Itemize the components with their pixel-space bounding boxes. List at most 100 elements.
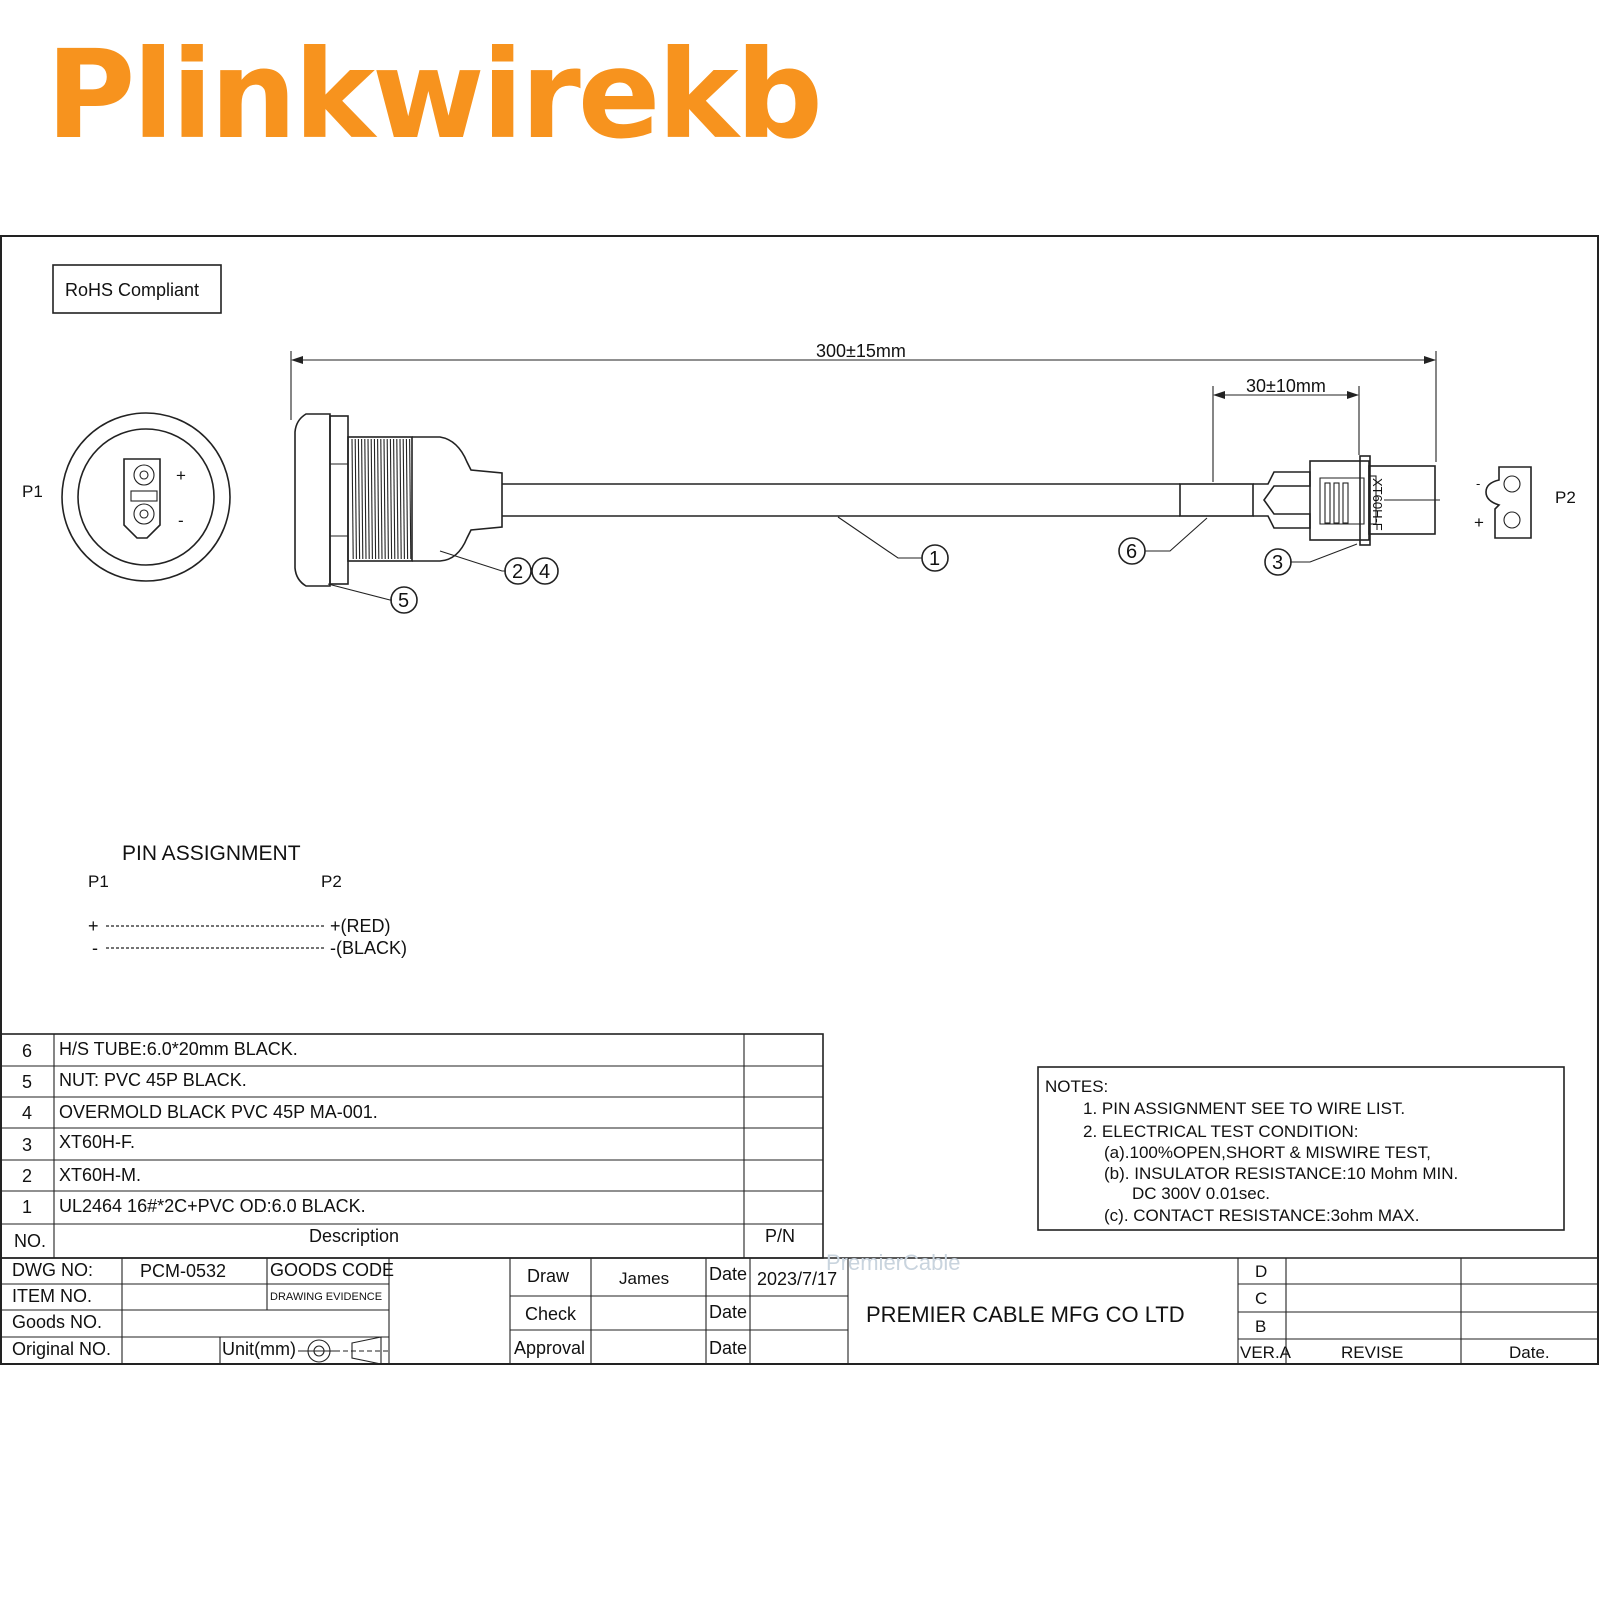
title-block: DWG NO: PCM-0532 GOODS CODE ITEM NO. DRA… [1,1250,1598,1365]
bom-row-description: UL2464 16#*2C+PVC OD:6.0 BLACK. [59,1196,366,1216]
panel-connector [294,413,503,587]
bom-row-no: 3 [22,1135,32,1155]
dwg-no-value: PCM-0532 [140,1261,226,1281]
connector-model-text: XT60H-F [1370,478,1385,531]
bom-row-no: 2 [22,1166,32,1186]
drawing-evidence-label: DRAWING EVIDENCE [270,1291,382,1303]
bom-table: 6 H/S TUBE:6.0*20mm BLACK. 5 NUT: PVC 45… [0,1033,824,1259]
thread-line [409,438,412,560]
notes-line: (c). CONTACT RESISTANCE:3ohm MAX. [1104,1206,1420,1225]
heat-shrink-tube [1179,483,1254,517]
callout-balloon-6 [1118,537,1146,565]
callout-3: 3 [1272,552,1283,574]
pin-assignment: PIN ASSIGNMENT P1 P2 + +(RED) - -(BLACK) [88,842,407,958]
dwg-no-label: DWG NO: [12,1260,93,1280]
rev-row-b: B [1255,1317,1266,1336]
rev-row-d: D [1255,1262,1267,1281]
p2-minus-mark: - [1476,476,1480,491]
bom-header-pn: P/N [765,1226,795,1246]
notes-line: DC 300V 0.01sec. [1132,1184,1270,1203]
bom-row-no: 1 [22,1197,32,1217]
thread-line [396,438,399,560]
rev-row-c: C [1255,1289,1267,1308]
notes-line: 2. ELECTRICAL TEST CONDITION: [1083,1122,1359,1141]
bom-row-description: XT60H-F. [59,1132,135,1152]
callout-2: 2 [512,561,523,583]
p2-plus-mark: + [1474,513,1484,532]
thread-line [405,438,409,560]
check-date-label: Date [709,1302,747,1322]
projection-symbol-icon [298,1336,389,1365]
thread-line [383,438,386,560]
thread-line [364,438,367,560]
thread-line [386,438,389,560]
callout-balloon-4 [531,557,559,585]
approval-label: Approval [514,1338,585,1358]
thread-line [373,438,377,560]
bom-row-description: XT60H-M. [59,1165,141,1185]
draw-label: Draw [527,1266,570,1286]
ver-label: VER.A [1240,1343,1292,1362]
p1-face-view: P1 + - [22,412,231,582]
bom-row-no: 5 [22,1072,32,1092]
rohs-badge: RoHS Compliant [52,264,222,314]
pin-row-2-p2: -(BLACK) [330,938,407,958]
dimension-pigtail: 30±10mm [1212,376,1360,482]
p1-minus-mark: - [178,511,184,530]
callout-5: 5 [398,590,409,612]
thread-line [377,438,380,560]
revise-label: REVISE [1341,1343,1403,1362]
thread-line [370,438,373,560]
bom-row-description: OVERMOLD BLACK PVC 45P MA-001. [59,1102,378,1122]
callout-4: 4 [539,561,550,583]
rohs-label: RoHS Compliant [65,280,199,300]
approval-date-label: Date [709,1338,747,1358]
threaded-body [347,436,413,562]
thread-line [389,438,393,560]
draw-name: James [619,1269,669,1288]
callout-balloon-3 [1264,548,1292,576]
pin-assignment-title: PIN ASSIGNMENT [122,842,301,865]
callout-balloon-1 [921,544,949,572]
bom-row-description: NUT: PVC 45P BLACK. [59,1070,247,1090]
draw-date-label: Date [709,1264,747,1284]
notes-line: (a).100%OPEN,SHORT & MISWIRE TEST, [1104,1143,1431,1162]
watermark: PremierCable [826,1250,961,1275]
check-label: Check [525,1304,577,1324]
pin-row-1-p2: +(RED) [330,916,391,936]
unit-label: Unit(mm) [222,1339,296,1359]
dim-total-label: 300±15mm [816,341,906,361]
pin-row-2-p1: - [92,938,98,958]
bom-header-description: Description [309,1226,399,1246]
notes-title: NOTES: [1045,1077,1108,1096]
pin-col-p2: P2 [321,872,342,891]
dim-pigtail-label: 30±10mm [1246,376,1326,396]
pin-col-p1: P1 [88,872,109,891]
thread-line [357,438,361,560]
goods-no-label: Goods NO. [12,1312,102,1332]
thread-line [354,438,357,560]
bom-header-no: NO. [14,1231,46,1251]
p2-view-label: P2 [1555,488,1576,507]
brand-logo: Plinkwirekb [46,24,823,166]
pin-row-1-p1: + [88,916,99,936]
bom-row-no: 6 [22,1041,32,1061]
notes-box: NOTES: 1. PIN ASSIGNMENT SEE TO WIRE LIS… [1037,1066,1565,1231]
company-name: PREMIER CABLE MFG CO LTD [866,1302,1185,1327]
p1-plus-mark: + [176,466,186,485]
xt60-connector: XT60H-F [1309,455,1440,546]
thread-line [361,438,364,560]
bom-row-no: 4 [22,1103,32,1123]
callout-1: 1 [929,548,940,570]
original-no-label: Original NO. [12,1339,111,1359]
sheet-border [0,235,1599,1365]
thread-line [351,438,354,560]
p2-face-view: - + P2 [1474,466,1576,539]
draw-date: 2023/7/17 [757,1269,837,1289]
notes-line: 1. PIN ASSIGNMENT SEE TO WIRE LIST. [1083,1099,1405,1118]
thread-line [393,438,396,560]
dimension-total: 300±15mm [290,341,1437,462]
rev-date-label: Date. [1509,1343,1550,1362]
thread-line [367,438,370,560]
